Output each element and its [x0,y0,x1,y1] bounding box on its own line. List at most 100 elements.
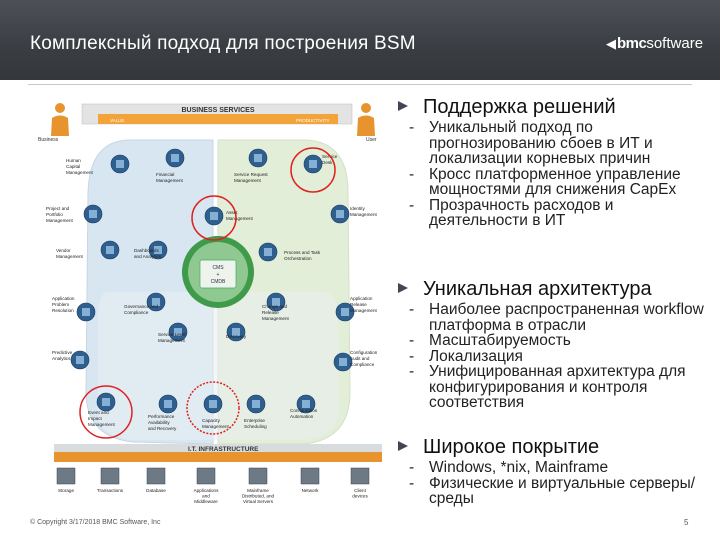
node-icon-glyph [89,210,97,218]
business-person-icon [51,103,69,136]
node-label: Management [350,212,378,217]
cmdb-hub: CMS + CMDB [182,236,254,308]
infra-label: Transactions [97,488,124,493]
page-number: 5 [684,518,689,527]
dash-marker: - [409,363,415,380]
node-label: Orchestration [284,256,312,261]
infra-item: Transactions [97,467,124,493]
node-label: Configuration [350,350,378,355]
node-label: Predictive [52,350,73,355]
dash-marker: - [409,347,415,365]
user-person-icon [357,103,375,136]
node-icon-glyph [336,210,344,218]
node-icon-glyph [309,160,317,168]
highlight-circle-asset [191,195,237,241]
node-icon-glyph [164,400,172,408]
section-3: Широкое покрытие-Windows, *nix, Mainfram… [395,436,710,507]
list-item: -Унифицированная архитектура для конфигу… [395,364,710,411]
logo-bold-text: bmc [617,35,647,52]
node-label: Governance and [124,304,158,309]
infra-item: Database [146,467,166,493]
dash-marker: - [409,301,415,318]
node-label: Application [52,296,75,301]
bullet-arrow-icon [398,101,408,111]
copyright: © Copyright 3/17/2018 BMC Software, Inc [30,519,161,526]
infra-item: Storage [56,467,76,493]
list-item-text: Наиболее распространенная workflow платф… [429,301,704,334]
infra-label: Storage [58,488,75,493]
list-item: -Локализация [395,347,710,365]
title-bar: Комплексный подход для построения BSM ◀b… [0,0,720,80]
node-label: Management [234,178,262,183]
page-title: Комплексный подход для построения BSM [30,33,416,54]
infra-icon [196,467,216,485]
node-icon-glyph [264,248,272,256]
node-label: Event and [88,410,109,415]
list-item-text: Windows, *nix, Mainframe [429,459,609,476]
business-label: Business [38,137,59,143]
cmdb-label-3: CMDB [211,279,226,285]
node-icon-glyph [302,400,310,408]
highlight-circle-service-desk [290,147,336,193]
list-item-text: Унифицированная архитектура для конфигур… [429,363,686,411]
node-label: Portfolio [46,212,63,217]
node-icon-glyph [339,358,347,366]
section-items: -Наиболее распространенная workflow плат… [395,302,710,411]
list-item: -Прозрачность расходов и деятельности в … [395,196,710,229]
logo-arrow-icon: ◀ [606,36,616,51]
node-label: Discovery [226,334,247,339]
node-label: Enterprise [244,418,265,423]
section-heading: Широкое покрытие [395,436,710,458]
node-label: Management [66,170,94,175]
dash-marker: - [409,332,415,349]
bullet-arrow-icon [398,441,408,451]
infra-label: Database [146,488,166,493]
infra-icon [248,467,268,485]
node-label: Service Level [158,332,186,337]
section-heading-text: Уникальная архитектура [423,278,652,300]
node-label: Desk [322,160,333,165]
list-item: -Физические и виртуальные серверы/среды [395,474,710,507]
infra-label: Middleware [194,499,218,504]
node-label: Capacity [202,418,221,423]
list-item-text: Масштабируемость [429,332,571,349]
infra-label: Mainframe [247,488,269,493]
node-label: Asset [226,210,238,215]
header-divider [28,84,692,85]
node-label: Performance [148,414,175,419]
node-label: Management [350,308,378,313]
infrastructure-banner: I.T. INFRASTRUCTURE [54,444,382,462]
bsm-diagram: BUSINESS SERVICES VALUE PRODUCTIVITY Bus… [38,103,382,504]
node-label: and Analytics [134,254,162,259]
node-label: Financial [156,172,174,177]
infra-icon [100,467,120,485]
list-item-text: Физические и виртуальные серверы/среды [429,474,696,507]
section-2: Уникальная архитектура-Наиболее распрост… [395,278,710,411]
list-item-text: Уникальный подход по прогнозированию сбо… [429,119,653,167]
node-label: Release [262,310,279,315]
infra-icon [56,467,76,485]
node-label: Management [202,424,230,429]
node-label: Change and [262,304,287,309]
node-label: Vendor [56,248,71,253]
dash-marker: - [409,196,415,214]
node-label: Management [46,218,74,223]
node-icon-glyph [106,246,114,254]
infra-icon [146,467,166,485]
list-item: -Уникальный подход по прогнозированию сб… [395,120,710,167]
highlight-circle-event [79,385,133,439]
node-label: Release [350,302,367,307]
dash-marker: - [409,119,415,136]
banner-value: VALUE [110,118,124,123]
node-discovery: Discovery [226,322,247,342]
